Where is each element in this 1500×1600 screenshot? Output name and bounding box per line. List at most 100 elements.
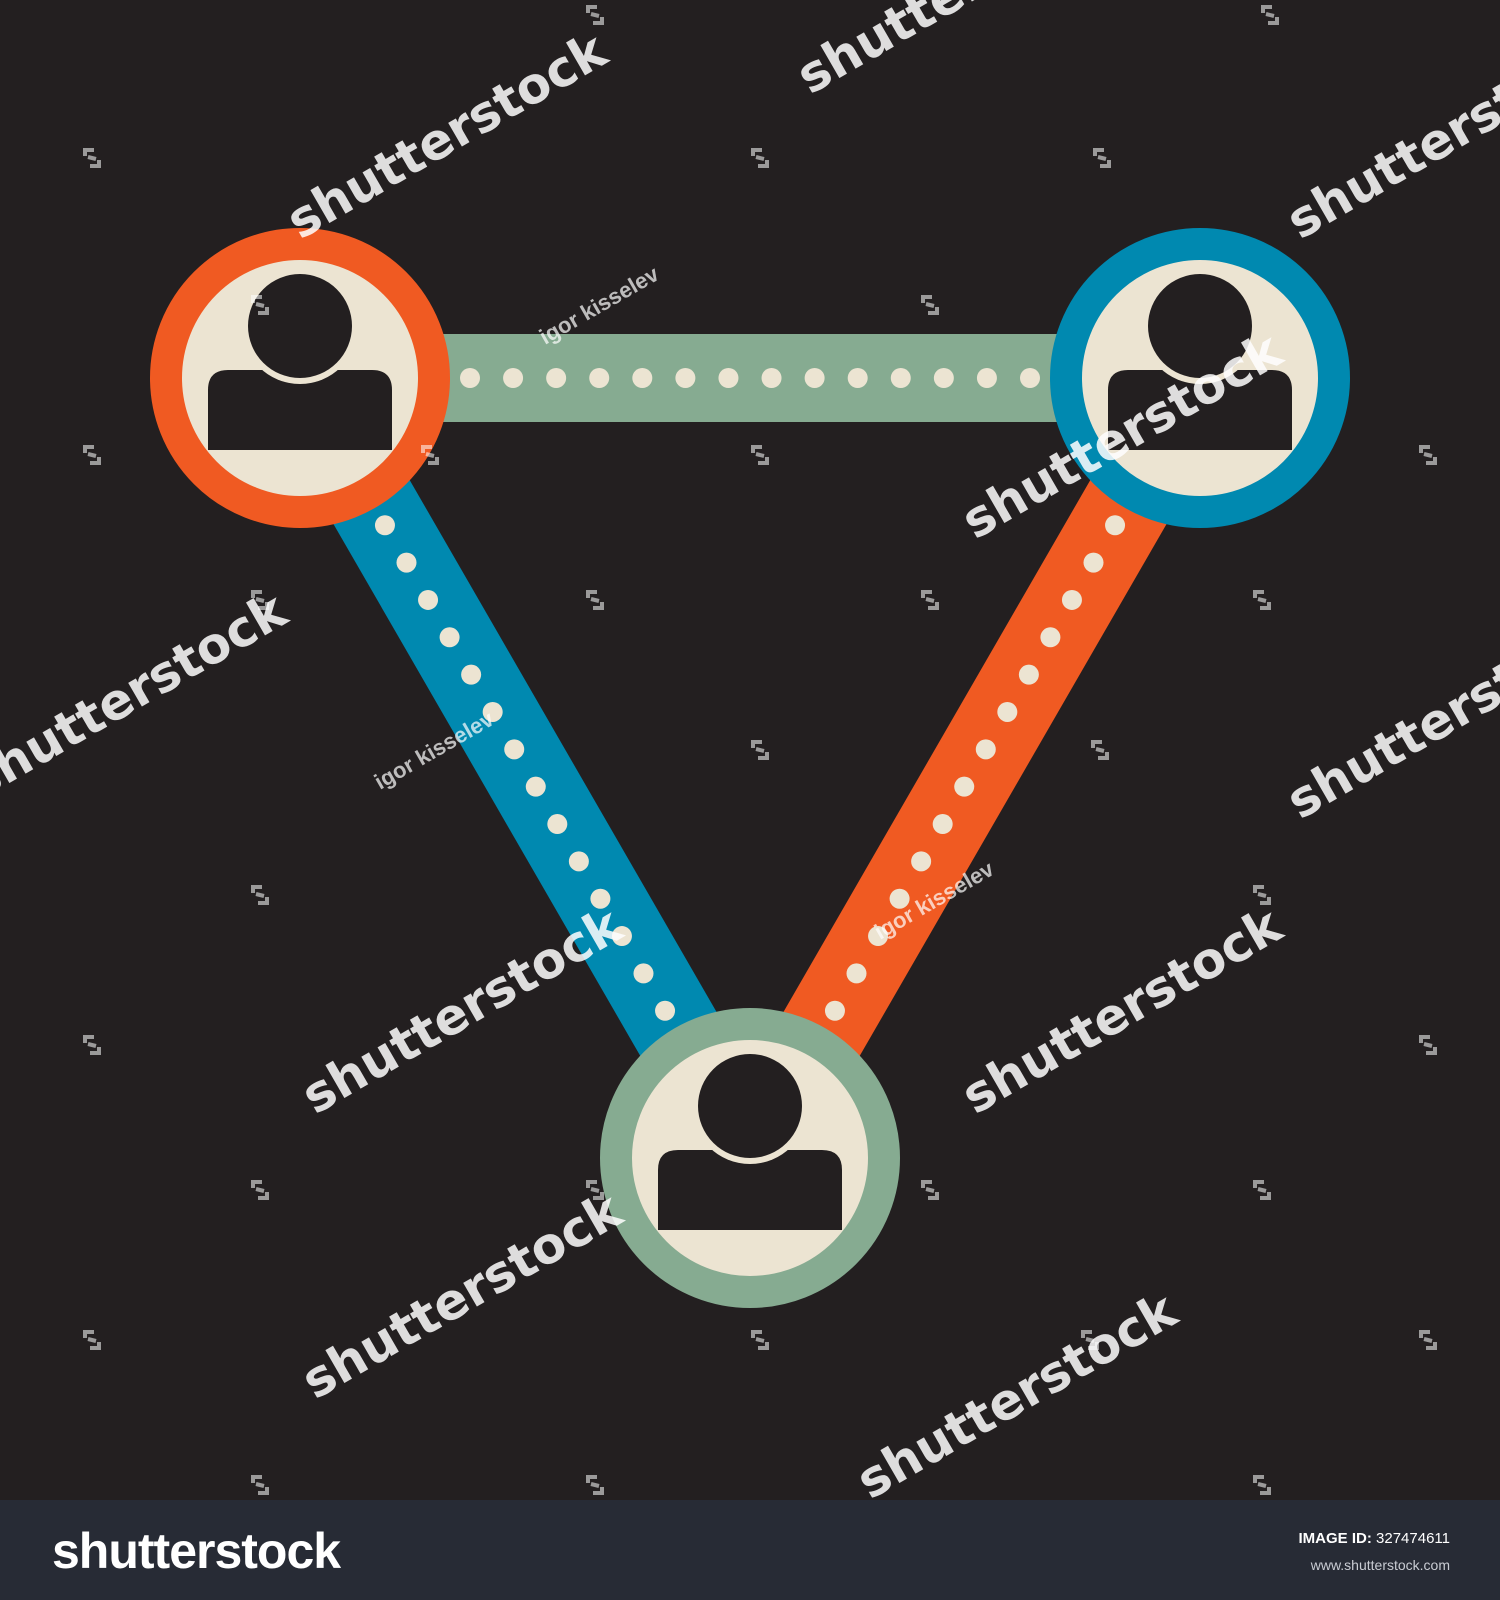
watermark-mark-icon xyxy=(751,445,769,465)
watermark-mark-icon xyxy=(83,1330,101,1350)
link-dot xyxy=(1105,515,1126,536)
watermark-mark-icon xyxy=(83,445,101,465)
watermark-mark-icon xyxy=(1093,148,1111,168)
watermark-text: shutterstock xyxy=(0,580,298,810)
link-dot xyxy=(396,552,417,573)
user-icon xyxy=(1108,268,1292,450)
link-dot xyxy=(1020,368,1040,388)
link-dot xyxy=(889,888,910,909)
watermark-mark-icon xyxy=(921,590,939,610)
link-dot xyxy=(546,368,567,388)
link-dot xyxy=(504,739,525,760)
link-dot xyxy=(1083,552,1104,573)
watermark-mark-icon xyxy=(921,1180,939,1200)
link-dot xyxy=(1018,664,1039,685)
watermark-mark-icon xyxy=(586,1475,604,1495)
link-top-right-bottom xyxy=(711,356,1239,1180)
watermark-mark-icon xyxy=(1261,5,1279,25)
link-dot xyxy=(997,701,1018,722)
link-dot xyxy=(503,368,524,388)
watermark-mark-icon xyxy=(1419,1330,1437,1350)
watermark-mark-icon xyxy=(1419,445,1437,465)
link-dot xyxy=(954,776,975,797)
link-dot xyxy=(482,701,503,722)
link-dot xyxy=(975,739,996,760)
link-dot xyxy=(547,814,568,835)
link-dot xyxy=(590,888,611,909)
footer-bar: shutterstock IMAGE ID: 327474611 www.shu… xyxy=(0,1500,1500,1600)
watermark-mark-icon xyxy=(421,445,439,465)
user-icon-head xyxy=(248,274,352,378)
watermark-mark-icon xyxy=(586,1180,604,1200)
link-dot xyxy=(824,1000,845,1021)
watermark-mark-icon xyxy=(1253,590,1271,610)
watermark-mark-icon xyxy=(586,590,604,610)
link-dot xyxy=(890,368,911,388)
watermark-mark-icon xyxy=(1253,1180,1271,1200)
person-node-top-left xyxy=(150,228,450,528)
link-dot xyxy=(655,1000,676,1021)
link-dot xyxy=(460,368,480,388)
watermark-text: shutterstock xyxy=(277,20,618,250)
link-dot xyxy=(611,926,632,947)
watermark-mark-icon xyxy=(1253,885,1271,905)
watermark-mark-icon xyxy=(83,148,101,168)
footer-brand-logo: shutterstock xyxy=(52,1523,341,1579)
link-dot xyxy=(868,926,889,947)
network-diagram: shutterstock shutterstock shutterstock s… xyxy=(0,0,1500,1510)
link-dot xyxy=(633,963,654,984)
watermark-text: shutterstock xyxy=(952,895,1293,1125)
watermark-mark-icon xyxy=(251,1180,269,1200)
watermark-text: shutterstock xyxy=(787,0,1128,105)
link-dot xyxy=(568,851,589,872)
user-icon-head xyxy=(698,1054,802,1158)
watermark-mark-icon xyxy=(1081,1330,1099,1350)
link-band xyxy=(261,356,789,1180)
link-dot xyxy=(675,368,696,388)
link-dot xyxy=(846,963,867,984)
watermark-mark-icon xyxy=(751,740,769,760)
link-dot xyxy=(718,368,739,388)
watermark-text: shutterstock xyxy=(292,1180,633,1410)
watermark-text: shutterstock xyxy=(847,1280,1188,1500)
watermark-mark-icon xyxy=(1253,1475,1271,1495)
user-icon xyxy=(208,268,392,450)
link-dot xyxy=(933,368,954,388)
link-dot xyxy=(589,368,610,388)
link-dot xyxy=(418,589,439,610)
person-node-top-right xyxy=(1050,228,1350,528)
watermark-mark-icon xyxy=(83,1035,101,1055)
link-dot xyxy=(632,368,653,388)
watermark-text: shutterstock xyxy=(1277,600,1500,830)
watermark-mark-icon xyxy=(251,295,269,315)
link-dot xyxy=(525,776,546,797)
watermark-mark-icon xyxy=(751,148,769,168)
link-dot xyxy=(1040,627,1061,648)
link-dot xyxy=(804,368,825,388)
user-icon-body xyxy=(208,370,392,450)
link-dot xyxy=(932,814,953,835)
link-dot xyxy=(374,515,395,536)
user-icon xyxy=(658,1048,842,1230)
person-node-bottom xyxy=(600,1008,900,1308)
link-dot xyxy=(761,368,782,388)
link-top-left-bottom xyxy=(261,356,789,1180)
link-dot xyxy=(1061,589,1082,610)
link-dot xyxy=(461,664,482,685)
watermark-mark-icon xyxy=(586,5,604,25)
link-dot xyxy=(439,627,460,648)
watermark-mark-icon xyxy=(1091,740,1109,760)
link-dot xyxy=(847,368,868,388)
image-id-value: 327474611 xyxy=(1376,1530,1450,1547)
diagram-canvas: shutterstock shutterstock shutterstock s… xyxy=(0,0,1500,1510)
watermark-mark-icon xyxy=(251,1475,269,1495)
watermark-mark-icon xyxy=(751,1330,769,1350)
link-band xyxy=(711,356,1239,1180)
user-icon-body xyxy=(658,1150,842,1230)
link-dot xyxy=(911,851,932,872)
watermark-mark-icon xyxy=(251,590,269,610)
watermark-mark-icon xyxy=(921,295,939,315)
watermark-text: shutterstock xyxy=(292,895,633,1125)
user-icon-head xyxy=(1148,274,1252,378)
image-id: IMAGE ID: 327474611 xyxy=(1299,1530,1450,1547)
